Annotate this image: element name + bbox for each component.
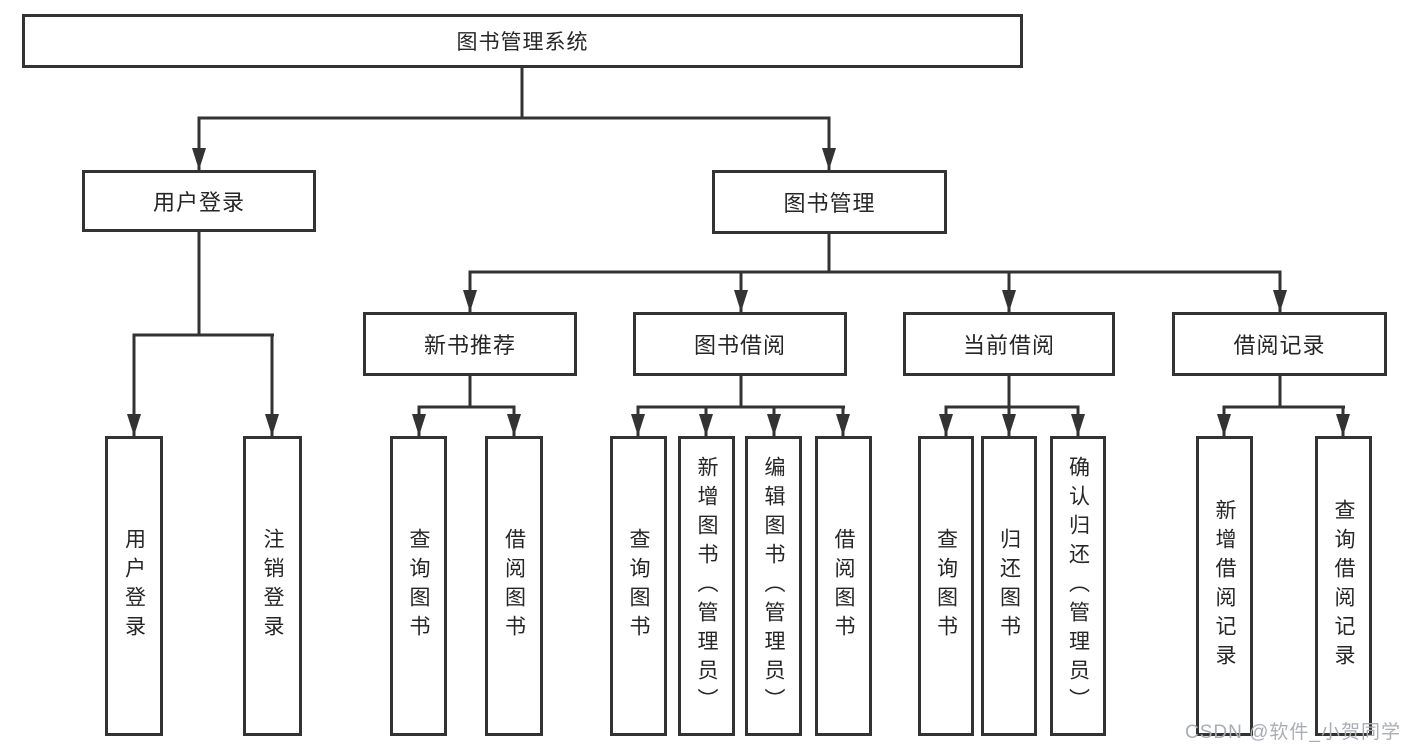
leaf-return-book: 归还图书 bbox=[981, 436, 1037, 736]
leaf-borrow-books-1-label: 借阅图书 bbox=[502, 528, 526, 644]
node-new-book-recommend: 新书推荐 bbox=[363, 312, 577, 376]
leaf-query-borrow-record-label: 查询借阅记录 bbox=[1332, 499, 1355, 673]
node-book-management: 图书管理 bbox=[712, 170, 947, 234]
node-book-borrowing-label: 图书借阅 bbox=[693, 333, 786, 358]
leaf-edit-book-admin-label: 编辑图书（管理员） bbox=[762, 455, 785, 717]
leaf-user-login-label: 用户登录 bbox=[122, 528, 146, 644]
node-user-login: 用户登录 bbox=[82, 170, 316, 232]
leaf-add-borrow-record-label: 新增借阅记录 bbox=[1213, 499, 1236, 673]
node-user-login-label: 用户登录 bbox=[152, 190, 245, 215]
leaf-logout: 注销登录 bbox=[243, 436, 302, 736]
leaf-return-book-label: 归还图书 bbox=[997, 528, 1021, 644]
node-current-borrowing: 当前借阅 bbox=[903, 312, 1115, 376]
leaf-user-login: 用户登录 bbox=[105, 436, 163, 736]
node-borrowing-records-label: 借阅记录 bbox=[1233, 333, 1326, 358]
node-root: 图书管理系统 bbox=[22, 14, 1023, 68]
leaf-confirm-return-admin: 确认归还（管理员） bbox=[1050, 436, 1106, 736]
leaf-edit-book-admin: 编辑图书（管理员） bbox=[745, 436, 802, 736]
leaf-add-book-admin-label: 新增图书（管理员） bbox=[695, 455, 718, 717]
leaf-query-books-2-label: 查询图书 bbox=[627, 528, 650, 644]
node-book-borrowing: 图书借阅 bbox=[633, 312, 847, 376]
leaf-logout-label: 注销登录 bbox=[261, 528, 284, 644]
leaf-query-books-3: 查询图书 bbox=[918, 436, 974, 736]
leaf-borrow-books-1: 借阅图书 bbox=[485, 436, 543, 736]
node-borrowing-records: 借阅记录 bbox=[1172, 312, 1387, 376]
leaf-add-borrow-record: 新增借阅记录 bbox=[1196, 436, 1253, 736]
node-new-book-recommend-label: 新书推荐 bbox=[423, 333, 516, 358]
leaf-confirm-return-admin-label: 确认归还（管理员） bbox=[1066, 455, 1090, 717]
leaf-query-books-1-label: 查询图书 bbox=[407, 528, 430, 644]
node-current-borrowing-label: 当前借阅 bbox=[962, 333, 1055, 358]
leaf-query-books-3-label: 查询图书 bbox=[934, 528, 958, 644]
leaf-borrow-books-2-label: 借阅图书 bbox=[832, 528, 855, 644]
leaf-query-books-1: 查询图书 bbox=[390, 436, 447, 736]
node-book-management-label: 图书管理 bbox=[783, 191, 876, 216]
leaf-borrow-books-2: 借阅图书 bbox=[815, 436, 872, 736]
leaf-add-book-admin: 新增图书（管理员） bbox=[678, 436, 735, 736]
csdn-watermark: CSDN @软件_小贺同学 bbox=[1185, 722, 1401, 743]
leaf-query-borrow-record: 查询借阅记录 bbox=[1315, 436, 1372, 736]
node-root-label: 图书管理系统 bbox=[456, 31, 589, 54]
leaf-query-books-2: 查询图书 bbox=[610, 436, 667, 736]
